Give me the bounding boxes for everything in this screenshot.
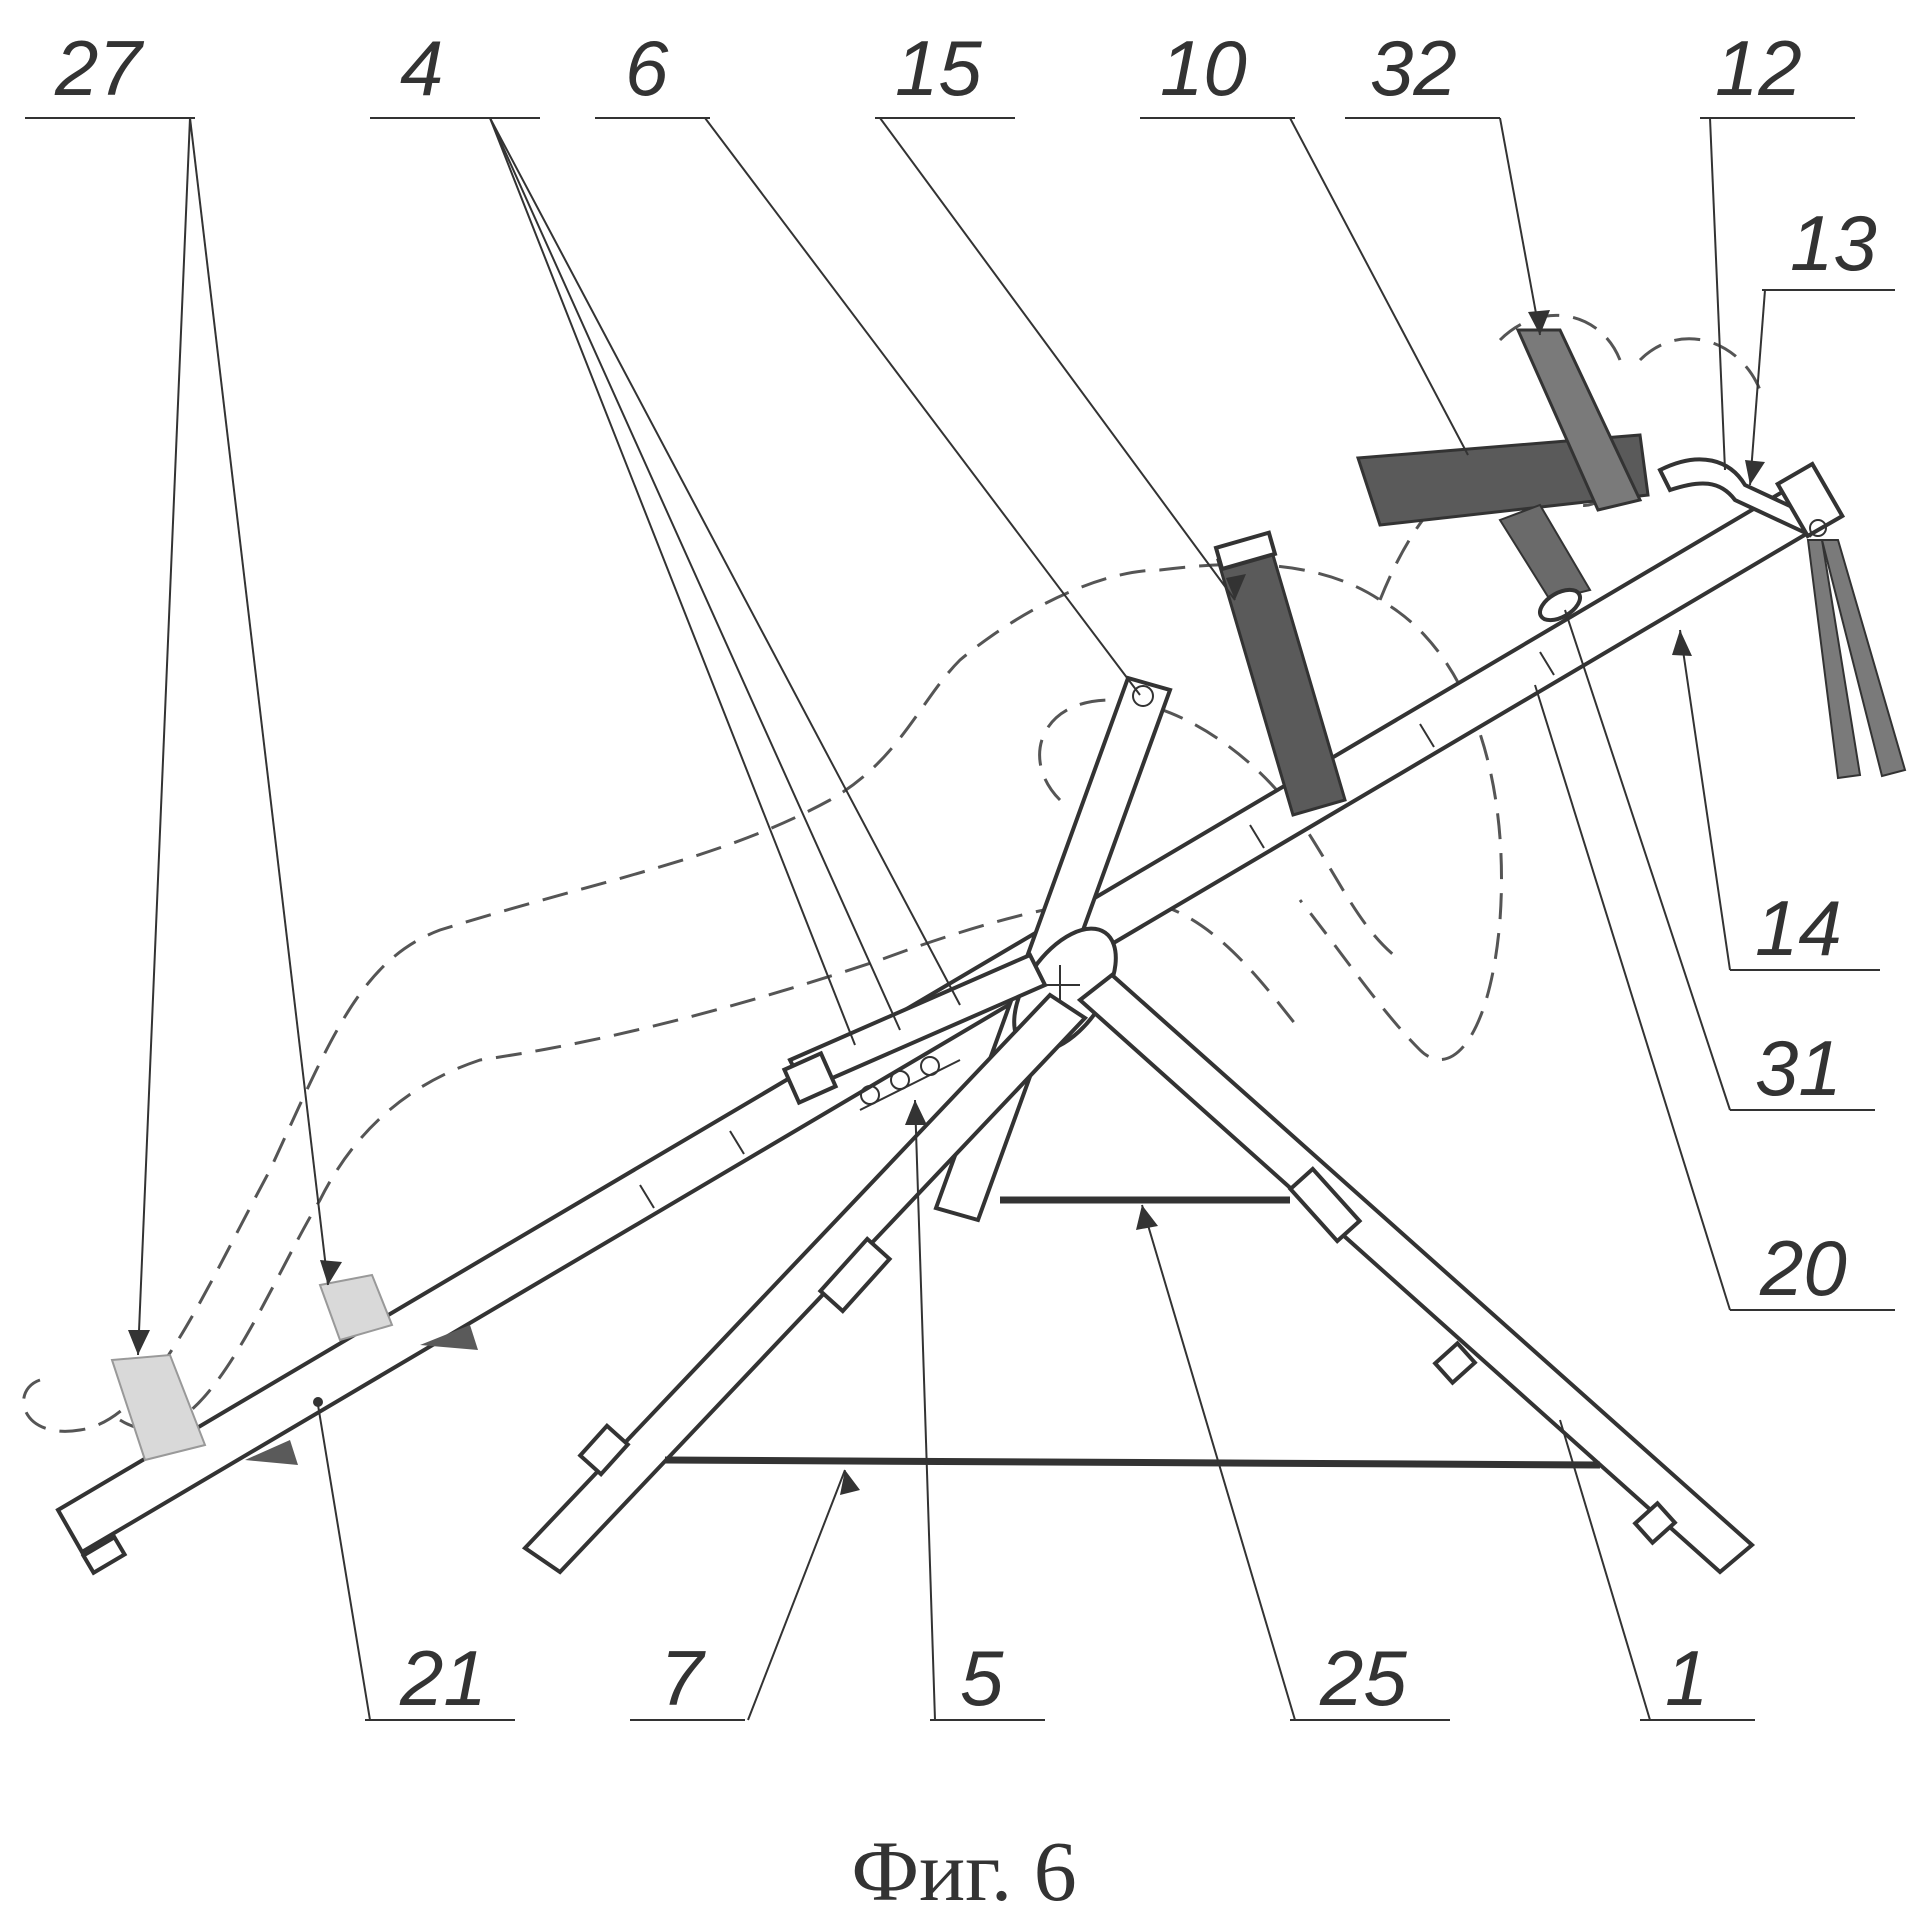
front-leg xyxy=(521,992,1089,1575)
callout-21: 21 xyxy=(399,1634,487,1722)
headrest-straps xyxy=(1355,328,1823,602)
callout-31: 31 xyxy=(1755,1024,1842,1112)
callout-5: 5 xyxy=(960,1634,1004,1722)
rear-frame-leg xyxy=(1076,972,1756,1575)
callout-20: 20 xyxy=(1759,1224,1847,1312)
figure-caption: Фиг. 6 xyxy=(851,1823,1077,1919)
top-end-fitting xyxy=(1538,461,1907,780)
leader-arrowheads xyxy=(128,310,1765,1495)
adjust-bracket xyxy=(781,952,1048,1111)
callout-labels: 27 4 6 15 10 32 12 13 14 31 20 21 7 5 25… xyxy=(54,24,1877,1722)
callout-4: 4 xyxy=(400,24,443,112)
callout-32: 32 xyxy=(1370,24,1457,112)
callout-14: 14 xyxy=(1755,884,1842,972)
callout-13: 13 xyxy=(1790,199,1877,287)
lower-crossbar xyxy=(664,1456,1601,1469)
callout-1: 1 xyxy=(1665,1634,1708,1722)
foot-patches xyxy=(110,1273,478,1465)
callout-7: 7 xyxy=(660,1634,706,1722)
callout-25: 25 xyxy=(1319,1634,1407,1722)
callout-10: 10 xyxy=(1160,24,1247,112)
callout-12: 12 xyxy=(1715,24,1802,112)
callout-6: 6 xyxy=(625,24,669,112)
leader-lines xyxy=(25,117,1895,1721)
callout-27: 27 xyxy=(54,24,144,112)
strap-15 xyxy=(1213,530,1347,817)
callout-15: 15 xyxy=(895,24,982,112)
